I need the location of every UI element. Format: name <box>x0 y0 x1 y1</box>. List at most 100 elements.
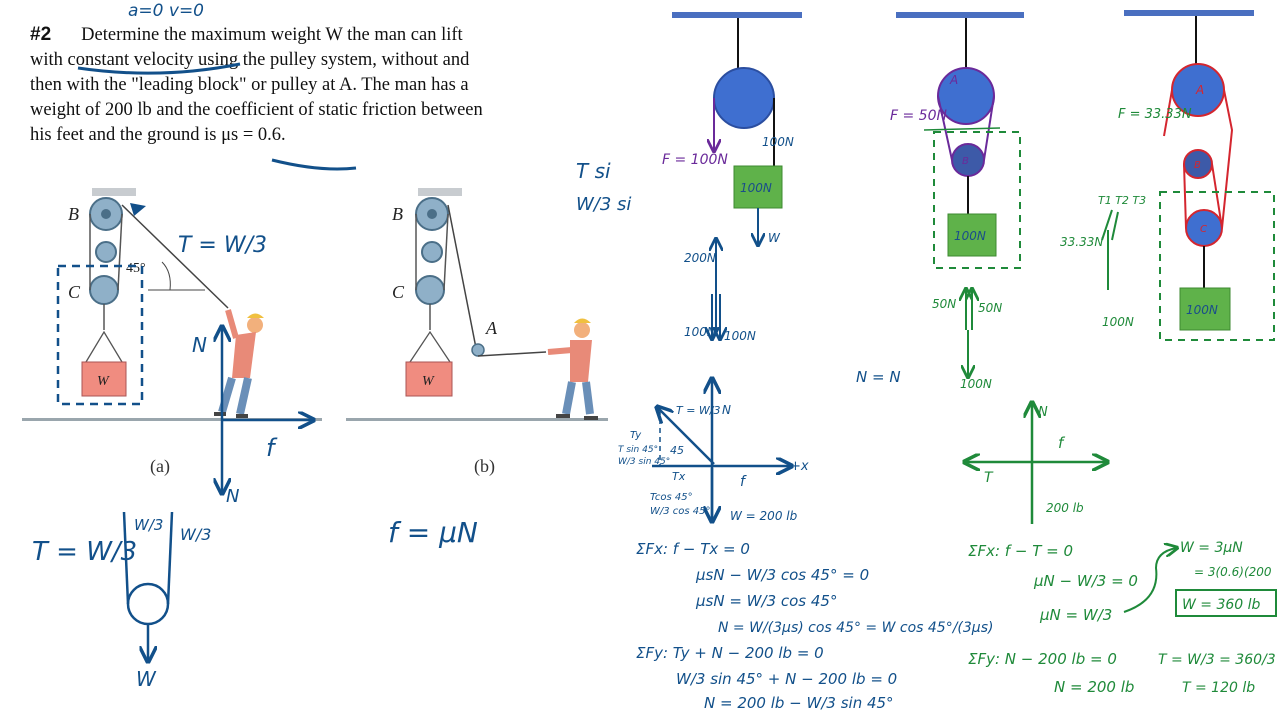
single-pulley <box>713 67 775 129</box>
svg-text:W/3 cos 45°: W/3 cos 45° <box>650 506 711 517</box>
svg-text:Tcos 45°: Tcos 45° <box>650 492 693 503</box>
man-b <box>547 318 598 420</box>
support-a <box>92 188 136 196</box>
weight-block-b <box>405 361 453 397</box>
single-rope-label: 100N <box>762 135 794 149</box>
fbd-a: T = W/3 N Ty 45 Tx +x f Tcos 45° W/3 cos… <box>618 380 809 523</box>
sketch-double: A B 100N F = 50N 50N 50N 100N N = N <box>856 12 1024 391</box>
svg-text:100N: 100N <box>1186 303 1218 317</box>
svg-text:100N: 100N <box>954 229 986 243</box>
svg-text:50N: 50N <box>978 301 1002 315</box>
problem-line-3: then with the "leading block" or pulley … <box>30 75 469 95</box>
figure-b: W A B C (b) <box>346 188 608 477</box>
sketch-triple: A B C 100N F = 33.33N T1 T2 T3 33.33N 10… <box>1060 10 1275 341</box>
svg-text:N: N <box>722 403 731 417</box>
double-nn: N = N <box>856 368 901 386</box>
result-w: W = 360 lb <box>1182 597 1261 613</box>
svg-text:100N: 100N <box>1102 315 1134 329</box>
man-a <box>214 309 264 418</box>
svg-text:50N: 50N <box>932 297 956 311</box>
svg-text:100N: 100N <box>724 329 756 343</box>
label-b-b: B <box>392 204 403 224</box>
fbd-b-equations: ΣFx: f − T = 0 μN − W/3 = 0 μN = W/3 ΣFy… <box>968 540 1277 696</box>
normal-down-a: N <box>226 486 239 507</box>
result-t: T = 120 lb <box>1182 680 1255 696</box>
pulley-c-a <box>89 275 119 305</box>
svg-text:ΣFy: Ty + N − 200 lb = 0: ΣFy: Ty + N − 200 lb = 0 <box>636 644 824 662</box>
problem-line-4: weight of 200 lb and the coefficient of … <box>30 100 483 120</box>
label-a-b: A <box>485 318 498 338</box>
rope-w3-b: W/3 <box>180 525 211 544</box>
pulley-small-a <box>95 241 117 263</box>
system-box-a <box>56 264 144 406</box>
svg-text:μsN = W/3 cos 45°: μsN = W/3 cos 45° <box>695 592 837 610</box>
margin-note-2: W/3 si <box>576 194 631 215</box>
normal-label-a: N <box>192 333 207 357</box>
sketch-single: 100N F = 100N 100N W 200N 100N 100N <box>662 12 802 343</box>
tension-label-a: T = W/3 <box>178 233 267 258</box>
svg-text:200N: 200N <box>684 251 716 265</box>
pulley-small-b <box>421 241 443 263</box>
support-b <box>418 188 462 196</box>
fbd-b: N T f 200 lb <box>966 404 1106 524</box>
svg-text:W: W <box>768 231 781 245</box>
svg-text:A: A <box>949 73 958 87</box>
label-c-b: C <box>392 282 405 302</box>
svg-text:W = 3μN: W = 3μN <box>1180 540 1243 556</box>
svg-text:N: N <box>1038 405 1048 420</box>
weight-block-a <box>81 361 127 397</box>
triple-force-f: F = 33.33N <box>1118 107 1192 122</box>
problem-line-2: with constant velocity using the pulley … <box>30 50 470 70</box>
weight-arrow-label: W <box>136 667 157 691</box>
triple-block <box>1179 287 1231 331</box>
svg-text:T = W/3 = 360/3: T = W/3 = 360/3 <box>1158 652 1276 668</box>
svg-text:f: f <box>1058 434 1066 452</box>
svg-text:W/3 sin 45° + N − 200 lb = 0: W/3 sin 45° + N − 200 lb = 0 <box>676 670 897 688</box>
svg-text:B: B <box>1194 160 1201 171</box>
svg-text:ΣFx: f − Tx = 0: ΣFx: f − Tx = 0 <box>636 540 750 558</box>
double-force-f: F = 50N <box>890 108 947 124</box>
ground-a <box>22 418 322 421</box>
figure-a: W 45° B C (a) <box>22 188 322 477</box>
svg-text:100N: 100N <box>684 325 716 339</box>
rope-w3-a: W/3 <box>134 516 163 534</box>
svg-text:T1 T2 T3: T1 T2 T3 <box>1098 194 1146 207</box>
tension-eq: T = W/3 <box>32 537 137 567</box>
svg-text:T = W/3: T = W/3 <box>676 404 721 417</box>
svg-text:100N: 100N <box>740 181 772 195</box>
svg-text:μN − W/3 = 0: μN − W/3 = 0 <box>1033 572 1138 590</box>
svg-text:N = W/(3μs) cos 45° = W cos 45: N = W/(3μs) cos 45° = W cos 45°/(3μs) <box>718 620 993 636</box>
svg-text:C: C <box>1200 224 1207 235</box>
svg-text:100N: 100N <box>960 377 992 391</box>
svg-text:μN = W/3: μN = W/3 <box>1039 606 1112 624</box>
problem-line-5: his feet and the ground is μs = 0.6. <box>30 125 286 145</box>
svg-text:= 3(0.6)(200: = 3(0.6)(200 <box>1194 565 1272 579</box>
sketch-pulley <box>126 582 170 626</box>
rope-a <box>121 204 229 309</box>
underline-constant-velocity <box>77 62 241 75</box>
svg-text:33.33N: 33.33N <box>1060 235 1103 249</box>
label-c-a: C <box>68 282 81 302</box>
underline-mu <box>271 158 357 171</box>
svg-text:200 lb: 200 lb <box>1046 501 1084 515</box>
single-force-f: F = 100N <box>662 152 728 168</box>
result-box <box>1175 589 1277 617</box>
single-block <box>733 165 783 209</box>
svg-text:A: A <box>1195 83 1204 97</box>
svg-text:T sin 45°: T sin 45° <box>618 445 658 455</box>
svg-text:T: T <box>984 470 994 486</box>
svg-text:B: B <box>962 156 969 167</box>
weight-label-a: W <box>97 374 110 389</box>
svg-text:Tx: Tx <box>672 470 686 483</box>
svg-text:μsN − W/3 cos 45° = 0: μsN − W/3 cos 45° = 0 <box>695 566 869 584</box>
svg-text:+x: +x <box>790 459 809 474</box>
svg-text:ΣFy: N − 200 lb = 0: ΣFy: N − 200 lb = 0 <box>968 650 1117 668</box>
svg-text:Ty: Ty <box>630 430 642 441</box>
svg-text:f: f <box>740 474 747 490</box>
svg-text:W/3 sin 45°: W/3 sin 45° <box>618 457 670 467</box>
svg-text:N = 200 lb: N = 200 lb <box>1054 678 1134 696</box>
